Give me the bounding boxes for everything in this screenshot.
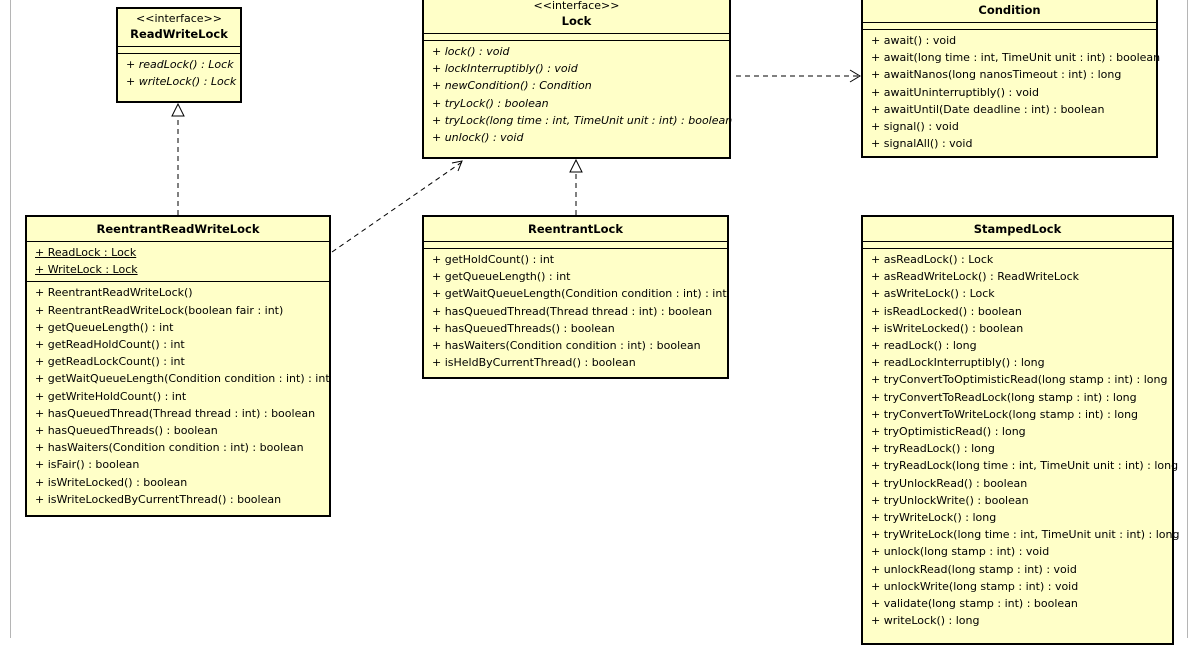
- operation: + awaitUninterruptibly() : void: [871, 85, 1039, 99]
- operation: + asWriteLock() : Lock: [871, 287, 995, 301]
- operation: + await() : void: [871, 34, 957, 47]
- class-lock[interactable]: <<interface>> Lock + lock() : void + loc…: [422, 0, 733, 159]
- operation: + hasQueuedThreads() : boolean: [432, 321, 615, 335]
- operation: + awaitNanos(long nanosTimeout : int) : …: [871, 68, 1122, 82]
- operations-section: + ReentrantReadWriteLock() + ReentrantRe…: [27, 281, 330, 511]
- operation: + tryReadLock(long time : int, TimeUnit …: [871, 459, 1179, 473]
- operation: + tryConvertToOptimisticRead(long stamp …: [871, 373, 1168, 387]
- operation: + isFair() : boolean: [35, 458, 140, 472]
- operation: + validate(long stamp : int) : boolean: [871, 597, 1078, 611]
- operation: + writeLock() : Lock: [126, 75, 237, 89]
- class-reentrantlock[interactable]: ReentrantLock + getHoldCount() : int + g…: [422, 215, 729, 379]
- operation: + getWaitQueueLength(Condition condition…: [432, 287, 727, 301]
- operation: + getWriteHoldCount() : int: [35, 389, 187, 403]
- attributes-section: [863, 241, 1172, 248]
- operation: + isHeldByCurrentThread() : boolean: [432, 356, 636, 370]
- attributes-section: [118, 46, 240, 53]
- operation: + signalAll() : void: [871, 137, 973, 151]
- operation: + unlock() : void: [432, 131, 524, 145]
- class-header: Condition: [863, 0, 1156, 22]
- operation: + tryOptimisticRead() : long: [871, 425, 1026, 439]
- attributes-section: + ReadLock : Lock + WriteLock : Lock: [27, 241, 329, 281]
- class-name: ReentrantReadWriteLock: [96, 222, 260, 236]
- operation: + ReentrantReadWriteLock(): [35, 286, 193, 300]
- class-name: ReadWriteLock: [130, 27, 228, 41]
- operation: + tryConvertToWriteLock(long stamp : int…: [871, 407, 1139, 421]
- operation: + tryUnlockRead() : boolean: [871, 476, 1028, 490]
- operation: + tryUnlockWrite() : boolean: [871, 493, 1029, 507]
- operation: + lock() : void: [432, 45, 510, 58]
- class-header: <<interface>> ReadWriteLock: [118, 9, 240, 46]
- operations-section: + lock() : void + lockInterruptibly() : …: [424, 40, 733, 149]
- operation: + lockInterruptibly() : void: [432, 62, 578, 76]
- operation: + readLock() : Lock: [126, 58, 234, 71]
- operation: + readLock() : long: [871, 339, 977, 353]
- class-header: ReentrantLock: [424, 217, 727, 241]
- operation: + readLockInterruptibly() : long: [871, 356, 1045, 370]
- operation: + getHoldCount() : int: [432, 253, 555, 266]
- class-condition[interactable]: Condition + await() : void + await(long …: [861, 0, 1161, 158]
- operations-section: + await() : void + await(long time : int…: [863, 29, 1161, 155]
- attribute: + ReadLock : Lock: [35, 246, 137, 259]
- attribute: + WriteLock : Lock: [35, 263, 138, 277]
- operation: + unlock(long stamp : int) : void: [871, 545, 1050, 559]
- class-header: StampedLock: [863, 217, 1172, 241]
- operation: + hasQueuedThread(Thread thread : int) :…: [432, 304, 713, 318]
- operations-section: + getHoldCount() : int + getQueueLength(…: [424, 248, 727, 374]
- operation: + asReadLock() : Lock: [871, 253, 994, 266]
- class-header: ReentrantReadWriteLock: [27, 217, 329, 241]
- operation: + hasWaiters(Condition condition : int) …: [432, 339, 701, 353]
- operation: + ReentrantReadWriteLock(boolean fair : …: [35, 303, 284, 317]
- operation: + getQueueLength() : int: [432, 270, 571, 284]
- class-stampedlock[interactable]: StampedLock + asReadLock() : Lock + asRe…: [861, 215, 1180, 645]
- operation: + hasQueuedThread(Thread thread : int) :…: [35, 406, 316, 420]
- operation: + tryConvertToReadLock(long stamp : int)…: [871, 390, 1137, 404]
- operation: + getReadHoldCount() : int: [35, 338, 185, 352]
- operation: + isWriteLockedByCurrentThread() : boole…: [35, 492, 282, 506]
- operation: + hasWaiters(Condition condition : int) …: [35, 441, 304, 455]
- operation: + isReadLocked() : boolean: [871, 304, 1022, 318]
- operation: + getWaitQueueLength(Condition condition…: [35, 372, 330, 386]
- operation: + getQueueLength() : int: [35, 320, 174, 334]
- class-header: <<interface>> Lock: [424, 0, 729, 33]
- class-readwritelock[interactable]: <<interface>> ReadWriteLock + readLock()…: [116, 7, 242, 103]
- operation: + isWriteLocked() : boolean: [871, 321, 1024, 335]
- operation: + asReadWriteLock() : ReadWriteLock: [871, 270, 1079, 284]
- attributes-section: [863, 22, 1156, 29]
- class-name: StampedLock: [973, 222, 1062, 236]
- operations-section: + asReadLock() : Lock + asReadWriteLock(…: [863, 248, 1180, 632]
- operation: + signal() : void: [871, 120, 959, 134]
- operation: + unlockWrite(long stamp : int) : void: [871, 579, 1079, 593]
- class-reentrantreadwritelock[interactable]: ReentrantReadWriteLock + ReadLock : Lock…: [25, 215, 331, 517]
- class-name: ReentrantLock: [528, 222, 623, 236]
- stereotype: <<interface>>: [533, 0, 620, 12]
- operation: + unlockRead(long stamp : int) : void: [871, 562, 1077, 576]
- operation: + tryReadLock() : long: [871, 442, 995, 456]
- attributes-section: [424, 241, 727, 248]
- class-name: Condition: [978, 3, 1041, 17]
- operation: + tryLock() : boolean: [432, 96, 549, 110]
- diagram-frame: [10, 0, 1188, 638]
- operation: + newCondition() : Condition: [432, 79, 592, 93]
- attributes-section: [424, 33, 729, 40]
- operation: + writeLock() : long: [871, 614, 980, 628]
- operation: + awaitUntil(Date deadline : int) : bool…: [871, 102, 1105, 116]
- class-name: Lock: [561, 14, 592, 28]
- stereotype: <<interface>>: [136, 12, 222, 25]
- operation: + tryWriteLock() : long: [871, 511, 997, 525]
- operations-section: + readLock() : Lock + writeLock() : Lock: [118, 53, 240, 93]
- operation: + await(long time : int, TimeUnit unit :…: [871, 51, 1161, 65]
- operation: + hasQueuedThreads() : boolean: [35, 424, 218, 438]
- operation: + tryLock(long time : int, TimeUnit unit…: [432, 113, 733, 127]
- operation: + isWriteLocked() : boolean: [35, 475, 188, 489]
- operation: + tryWriteLock(long time : int, TimeUnit…: [871, 528, 1180, 542]
- operation: + getReadLockCount() : int: [35, 355, 185, 369]
